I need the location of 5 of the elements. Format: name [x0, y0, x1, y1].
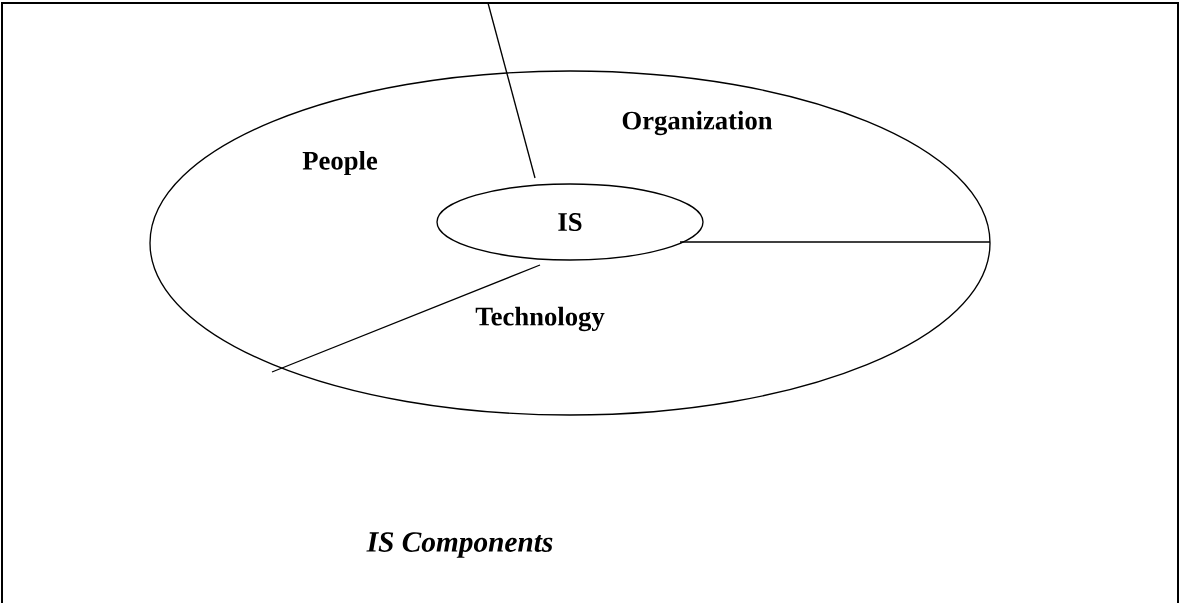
sector-label: Organization: [622, 110, 773, 136]
caption: IS Components: [366, 532, 553, 558]
sector-label: Technology: [475, 306, 605, 332]
outer-ellipse: [149, 70, 991, 416]
sector-label: People: [302, 150, 378, 176]
